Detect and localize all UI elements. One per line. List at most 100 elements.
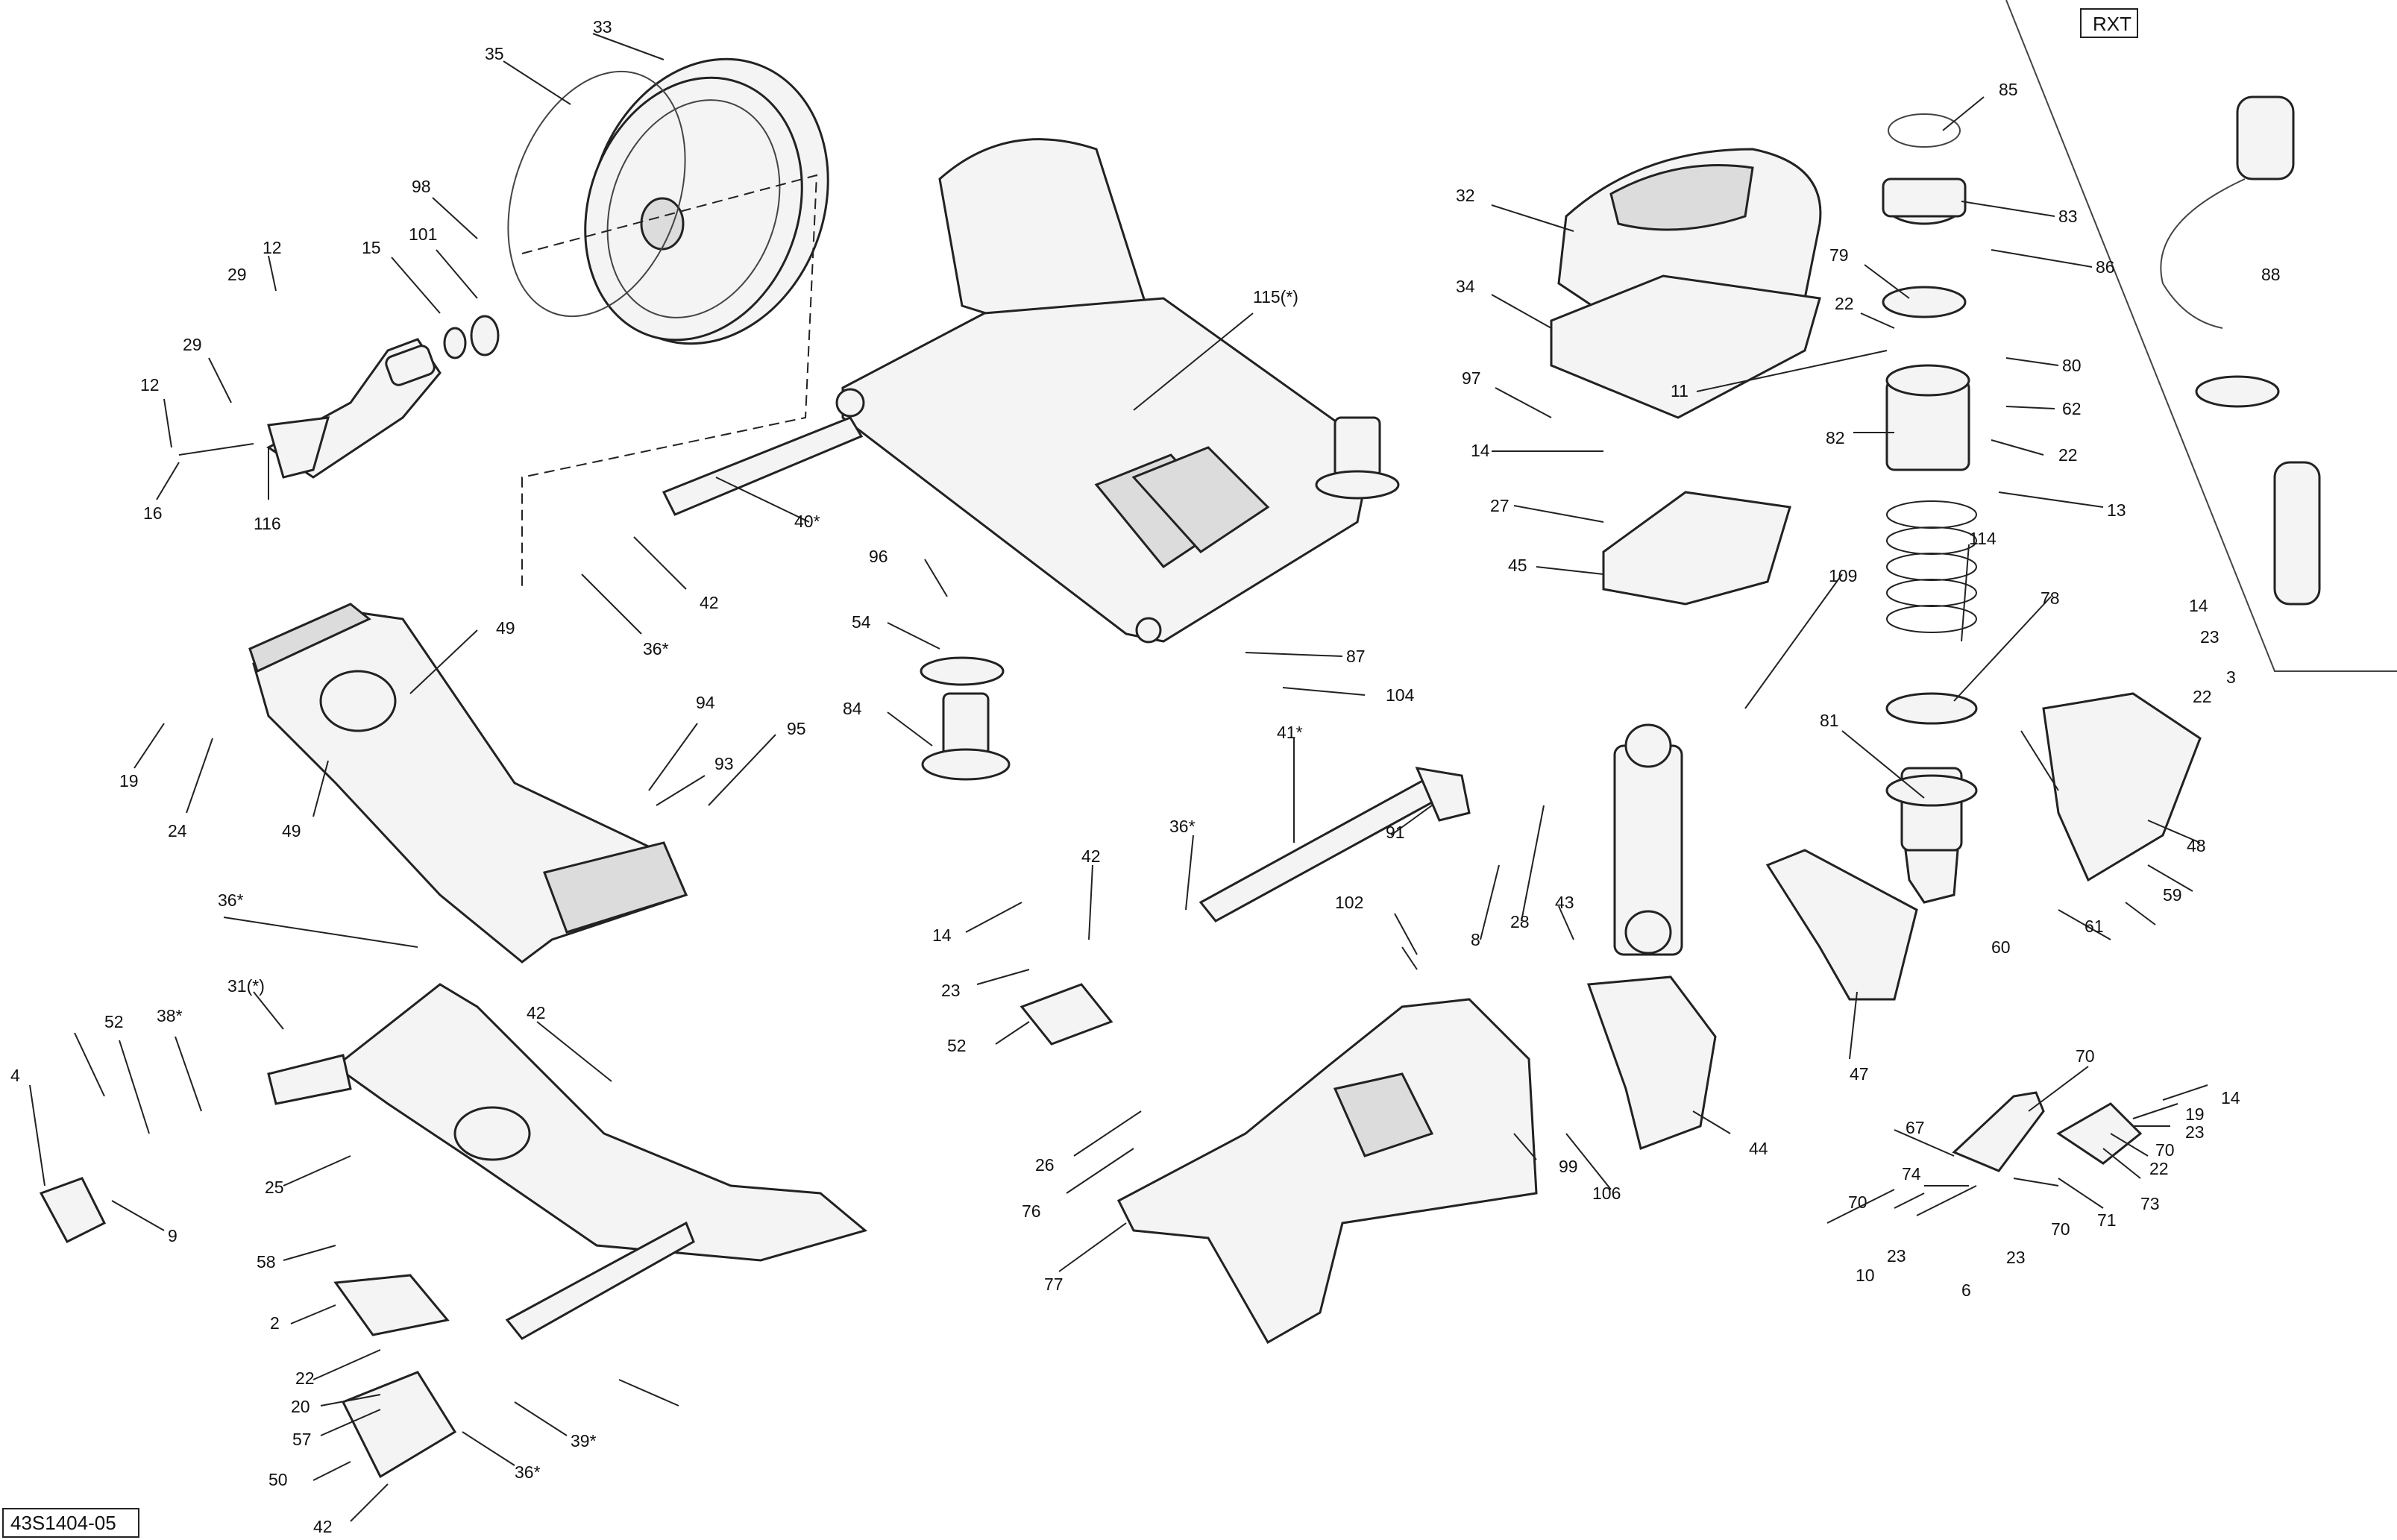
callout: 40*: [794, 512, 820, 531]
air-intake-box: [1550, 148, 1822, 419]
callout: 43: [1555, 893, 1574, 912]
callout: 62: [2062, 399, 2082, 418]
callout: 47: [1850, 1064, 1869, 1084]
callout: 19: [2185, 1104, 2205, 1124]
callout: 14: [2189, 596, 2208, 615]
callout: 12: [263, 238, 282, 257]
leader-lines: [29, 33, 2208, 1522]
callout: 74: [1902, 1164, 1921, 1184]
callout: 85: [1999, 80, 2018, 99]
cross-shaft: [1198, 767, 1471, 923]
callout: 101: [409, 224, 437, 244]
callout: 82: [1826, 428, 1845, 447]
callout: 22: [2149, 1159, 2169, 1178]
callout: 36*: [643, 639, 669, 659]
callout: 44: [1749, 1139, 1768, 1158]
tunnel-cover: [248, 603, 688, 964]
callout: 4: [10, 1066, 20, 1085]
callout: 84: [843, 699, 862, 718]
callout: 31(*): [227, 976, 265, 996]
callout: 70: [2051, 1219, 2070, 1239]
callout: 91: [1386, 823, 1405, 842]
callout: 42: [1081, 846, 1101, 866]
callout: 70: [2076, 1046, 2095, 1066]
callout-labels: 85 83 86 32 79 34 22 80 97 11 62 82 14 2…: [10, 17, 2281, 1536]
callout: 96: [869, 547, 888, 566]
callout: 23: [2185, 1122, 2205, 1142]
callout: 23: [2200, 627, 2219, 647]
callout: 57: [292, 1430, 312, 1449]
bellows-boot-top: [1315, 416, 1400, 500]
air-box-base: [1602, 491, 1791, 606]
callout: 83: [2058, 207, 2078, 226]
callout: 28: [1510, 912, 1530, 931]
callout: 49: [496, 618, 515, 638]
callout: 60: [1991, 937, 2011, 957]
callout: 16: [143, 503, 163, 523]
callout: 15: [362, 238, 381, 257]
callout: 42: [700, 593, 719, 612]
callout: 29: [227, 265, 247, 284]
callout: 97: [1462, 368, 1481, 388]
callout: 95: [787, 719, 806, 738]
plate-58: [333, 1274, 450, 1336]
callout: 78: [2041, 588, 2060, 608]
callout: 24: [168, 821, 187, 840]
callout: 39*: [571, 1431, 597, 1451]
callout: 32: [1456, 186, 1475, 205]
callout: 116: [254, 514, 281, 533]
mount-bracket-52-left: [39, 1177, 107, 1243]
callout: 9: [168, 1226, 178, 1245]
callout: 36*: [1169, 817, 1196, 836]
callout: 104: [1386, 685, 1415, 705]
callout: 2: [270, 1313, 280, 1333]
callout: 6: [1961, 1280, 1971, 1300]
drive-drum-housing: [507, 57, 829, 589]
rxt-remote-shock: [2160, 95, 2321, 606]
callout: 48: [2187, 836, 2206, 855]
callout: 115(*): [1253, 287, 1298, 307]
callout: 36*: [515, 1462, 541, 1482]
callout: 36*: [218, 890, 244, 910]
callout: 52: [947, 1036, 967, 1055]
callout: 99: [1559, 1157, 1578, 1176]
callout: 54: [852, 612, 871, 632]
callout: 23: [2006, 1248, 2026, 1267]
callout: 11: [1671, 381, 1688, 400]
callout: 98: [412, 177, 431, 196]
rear-bracket-left: [1765, 849, 1918, 1001]
callout: 35: [485, 44, 504, 63]
callout: 70: [1848, 1192, 1867, 1212]
drawing-code-box: [2, 1508, 139, 1538]
callout: 22: [1835, 294, 1854, 313]
callout: 88: [2261, 265, 2281, 284]
callout: 42: [527, 1003, 546, 1022]
axle-mount-52-center: [1020, 983, 1113, 1046]
callout: 70: [2155, 1140, 2175, 1160]
shock-mount-bracket: [2042, 692, 2202, 882]
callout: 45: [1508, 556, 1527, 575]
shock-absorber: [1613, 723, 1683, 956]
callout: 22: [295, 1368, 315, 1388]
callout: 22: [2058, 445, 2078, 465]
chassis-frame: [662, 138, 1374, 644]
callout: 86: [2096, 257, 2115, 277]
rxt-variant-tag: RXT: [2093, 13, 2131, 35]
callout: 49: [282, 821, 301, 840]
bellows-boot-lower: [920, 656, 1011, 781]
spring-shock-stack: [1882, 113, 1978, 904]
callout: 59: [2163, 885, 2182, 905]
callout: 25: [265, 1178, 284, 1197]
callout: 106: [1592, 1184, 1621, 1203]
callout: 41*: [1277, 723, 1303, 742]
callout: 81: [1820, 711, 1839, 730]
callout: 42: [313, 1517, 333, 1536]
callout: 52: [104, 1012, 124, 1031]
callout: 14: [2221, 1088, 2240, 1107]
drawing-code: 43S1404-05: [10, 1512, 116, 1534]
callout: 76: [1022, 1201, 1041, 1221]
callout: 58: [257, 1252, 276, 1272]
callout: 19: [119, 771, 139, 791]
callout: 67: [1906, 1118, 1925, 1137]
